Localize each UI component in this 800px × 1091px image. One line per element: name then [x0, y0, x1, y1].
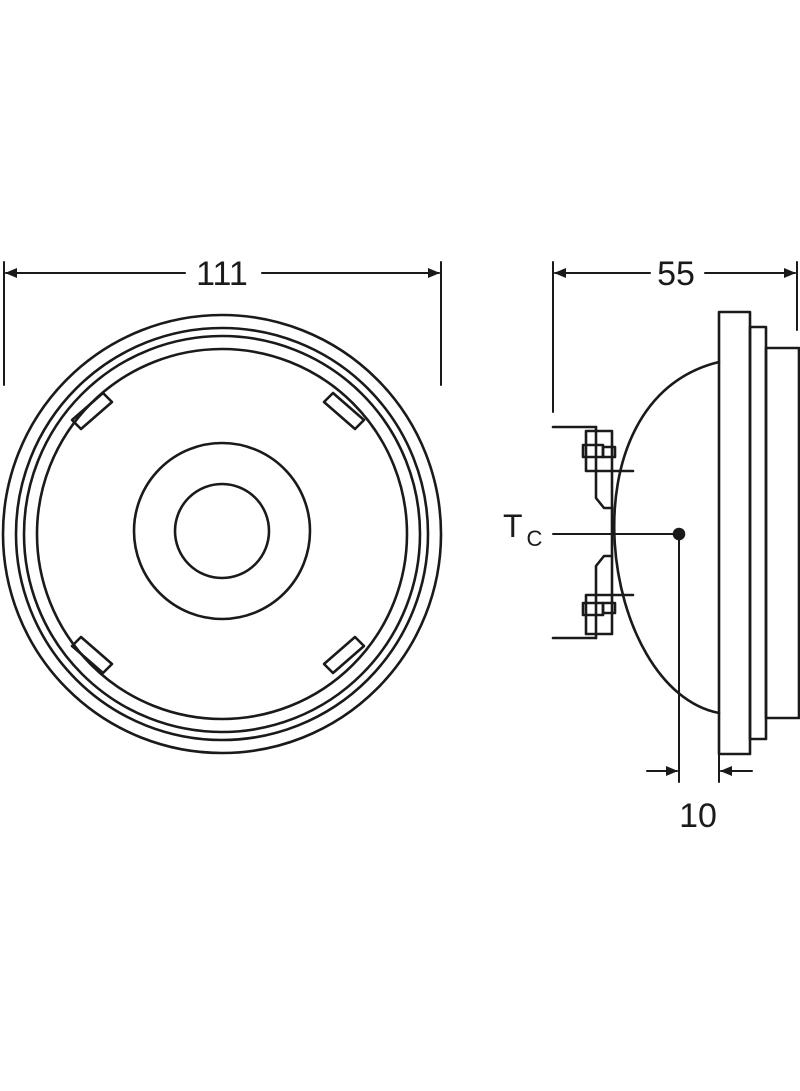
dimension-55: [552, 261, 798, 413]
tc-label: T C: [503, 508, 543, 551]
reflector-inner: [35, 347, 409, 721]
dimension-label-55: 55: [657, 255, 695, 293]
reflector-dome: [613, 360, 721, 715]
dimension-10: [646, 533, 753, 783]
tc-label-sub: C: [527, 526, 543, 551]
clip-top-left: [70, 391, 114, 431]
center-lens: [173, 482, 271, 580]
outer-rim: [1, 313, 443, 755]
rim-step: [748, 325, 768, 741]
front-rim: [717, 310, 752, 756]
center-ring: [132, 441, 312, 621]
clip-bottom-right: [322, 635, 366, 675]
tc-label-main: T: [503, 508, 523, 544]
front-glass: [764, 346, 800, 720]
lower-contact: [551, 554, 617, 640]
reflector-edge: [22, 334, 422, 734]
clip-bottom-left: [70, 635, 114, 675]
clip-top-right: [322, 391, 366, 431]
side-view: [551, 310, 800, 756]
dimension-label-111: 111: [196, 255, 248, 293]
dimension-label-10: 10: [679, 797, 717, 835]
front-view: [1, 313, 443, 755]
dimension-111: [3, 261, 442, 386]
retaining-clips: [70, 391, 366, 675]
rim-inner-edge: [14, 326, 430, 742]
upper-contact: [551, 425, 617, 510]
